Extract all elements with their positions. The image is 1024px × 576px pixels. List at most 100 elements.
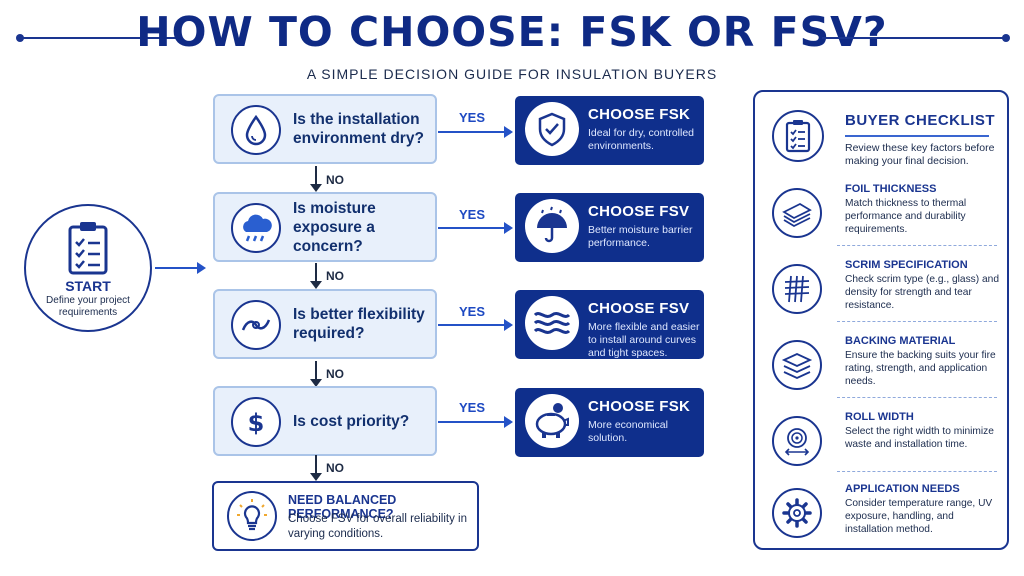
final-description: Choose FSV for overall reliability in va… — [288, 513, 467, 540]
no-arrow-2 — [310, 263, 322, 289]
yes-label-1: YES — [459, 110, 486, 125]
question-box-dry: Is the installation environment dry? — [213, 94, 437, 164]
checklist-icon-circle — [772, 110, 824, 162]
buyer-checklist: BUYER CHECKLIST Review these key factors… — [753, 90, 1009, 550]
question-icon-circle — [231, 300, 281, 350]
result-description: More economical solution. — [588, 419, 668, 444]
result-box-fsk-dry: CHOOSE FSK Ideal for dry, controlled env… — [515, 96, 704, 165]
stack-icon — [781, 353, 813, 379]
grid-mesh-icon — [784, 275, 810, 303]
result-description: Better moisture barrier performance. — [588, 224, 693, 249]
page-subtitle: A SIMPLE DECISION GUIDE FOR INSULATION B… — [306, 66, 718, 82]
final-title: NEED BALANCED PERFORMANCE? — [288, 493, 397, 521]
no-arrow-4 — [310, 455, 322, 481]
start-title: START — [65, 278, 111, 294]
start-node: START Define your project requirements — [24, 204, 152, 332]
checklist-item-icon-circle — [772, 488, 822, 538]
question-text: Is the installation environment dry? — [293, 111, 424, 147]
no-label-2: NO — [326, 269, 344, 283]
checklist-divider — [837, 397, 997, 398]
question-icon-circle: $ — [231, 397, 281, 447]
yes-arrow-3 — [438, 319, 513, 331]
clipboard-icon — [68, 222, 108, 275]
checklist-item-title: SCRIM SPECIFICATION — [845, 259, 968, 271]
checklist-item-description: Ensure the backing suits your fire ratin… — [845, 350, 996, 387]
question-box-cost: $ Is cost priority? — [213, 386, 437, 456]
title-left-line — [20, 37, 182, 39]
svg-text:$: $ — [248, 409, 265, 437]
final-icon-circle — [227, 491, 277, 541]
yes-label-3: YES — [459, 304, 486, 319]
yes-label-4: YES — [459, 400, 486, 415]
checklist-divider — [837, 321, 997, 322]
layers-icon — [782, 202, 812, 228]
checklist-item-icon-circle — [772, 188, 822, 238]
checklist-divider — [837, 245, 997, 246]
question-box-flexibility: Is better flexibility required? — [213, 289, 437, 359]
page-title: HOW TO CHOOSE: FSK OR FSV? — [136, 8, 888, 56]
waves-icon — [533, 312, 571, 334]
no-label-1: NO — [326, 173, 344, 187]
no-label-4: NO — [326, 461, 344, 475]
yes-arrow-2 — [438, 222, 513, 234]
checklist-item-title: APPLICATION NEEDS — [845, 483, 960, 495]
umbrella-icon — [537, 206, 567, 243]
checklist-item-description: Select the right width to minimize waste… — [845, 426, 994, 450]
checklist-item: BACKING MATERIAL Ensure the backing suit… — [755, 330, 1007, 404]
gear-icon — [782, 498, 812, 528]
question-icon-circle — [231, 105, 281, 155]
result-icon-circle — [525, 296, 579, 350]
result-icon-circle — [525, 199, 579, 253]
result-title: CHOOSE FSV — [588, 300, 690, 317]
title-right-line — [822, 37, 1006, 39]
yes-arrow-4 — [438, 416, 513, 428]
checklist-divider — [837, 471, 997, 472]
checklist-title-underline — [845, 135, 989, 137]
checklist-description: Review these key factors before making y… — [845, 142, 995, 167]
water-drop-icon — [245, 114, 267, 146]
checklist-item-icon-circle — [772, 340, 822, 390]
checklist-item-title: FOIL THICKNESS — [845, 183, 937, 195]
result-icon-circle — [525, 102, 579, 156]
checklist-item: APPLICATION NEEDS Consider temperature r… — [755, 478, 1007, 552]
piggy-bank-icon — [535, 403, 569, 438]
checklist-item-description: Check scrim type (e.g., glass) and densi… — [845, 274, 1000, 311]
checklist-item-icon-circle — [772, 416, 822, 466]
checklist-item: FOIL THICKNESS Match thickness to therma… — [755, 178, 1007, 252]
title-right-dot — [1002, 34, 1010, 42]
checklist-item-title: ROLL WIDTH — [845, 411, 914, 423]
question-text: Is better flexibility required? — [293, 306, 425, 342]
yes-label-2: YES — [459, 207, 486, 222]
rain-cloud-icon — [243, 214, 272, 242]
yes-arrow-1 — [438, 126, 513, 138]
question-box-moisture: Is moisture exposure a concern? — [213, 192, 437, 262]
checklist-item: SCRIM SPECIFICATION Check scrim type (e.… — [755, 254, 1007, 328]
result-description: More flexible and easier to install arou… — [588, 321, 700, 359]
no-arrow-3 — [310, 361, 322, 387]
question-text: Is cost priority? — [293, 412, 410, 430]
result-title: CHOOSE FSK — [588, 106, 691, 123]
checklist-item-description: Match thickness to thermal performance a… — [845, 198, 967, 235]
no-label-3: NO — [326, 367, 344, 381]
result-box-fsk-cost: CHOOSE FSK More economical solution. — [515, 388, 704, 457]
no-arrow-1 — [310, 166, 322, 192]
final-recommendation: NEED BALANCED PERFORMANCE? Choose FSV fo… — [212, 481, 479, 551]
question-text: Is moisture exposure a concern? — [293, 199, 376, 255]
start-description: Define your project requirements — [46, 295, 130, 318]
clipboard-icon — [785, 120, 811, 153]
result-title: CHOOSE FSV — [588, 203, 690, 220]
start-arrow — [155, 262, 206, 274]
result-title: CHOOSE FSK — [588, 398, 691, 415]
flex-curve-icon — [241, 319, 271, 331]
roll-icon — [784, 428, 810, 456]
question-icon-circle — [231, 203, 281, 253]
result-box-fsv-flexibility: CHOOSE FSV More flexible and easier to i… — [515, 290, 704, 359]
result-box-fsv-moisture: CHOOSE FSV Better moisture barrier perfo… — [515, 193, 704, 262]
result-description: Ideal for dry, controlled environments. — [588, 127, 695, 152]
result-icon-circle — [525, 394, 579, 448]
checklist-title: BUYER CHECKLIST — [845, 112, 996, 129]
checklist-item-icon-circle — [772, 264, 822, 314]
shield-check-icon — [538, 112, 566, 147]
lightbulb-icon — [237, 499, 267, 531]
